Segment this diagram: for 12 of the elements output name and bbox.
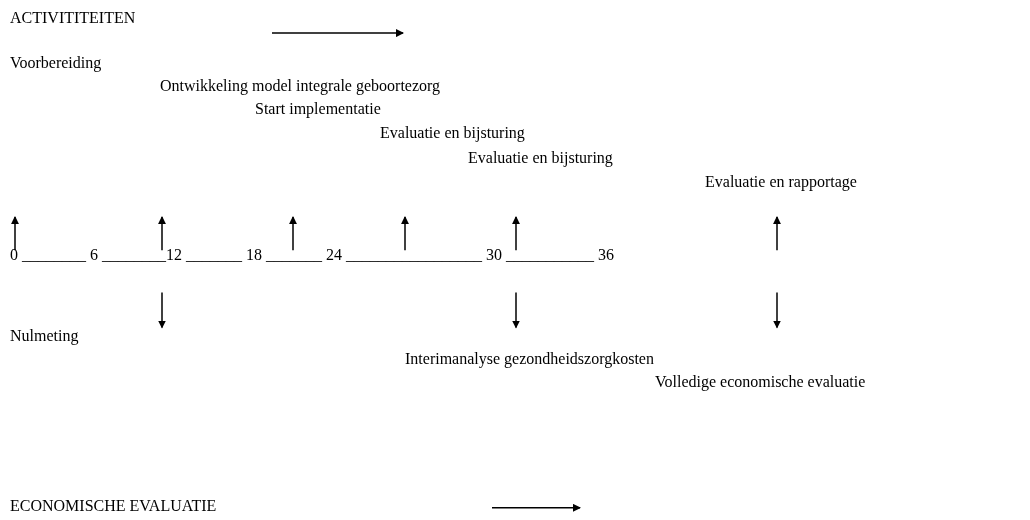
activity-label: Start implementatie: [255, 100, 381, 119]
timeline-scale: 0 ________ 6 ________12 _______ 18 _______ 24 _________________ 30 ___________ 36: [10, 245, 614, 264]
activity-label: Evaluatie en bijsturing: [380, 124, 525, 143]
activity-label: Evaluatie en bijsturing: [468, 149, 613, 168]
activity-label: Ontwikkeling model integrale geboortezorg: [160, 76, 441, 95]
section-heading: ECONOMISCHE EVALUATIE: [10, 497, 217, 515]
activity-label: Nulmeting: [10, 326, 79, 345]
activity-label: Evaluatie en rapportage: [705, 173, 857, 192]
activity-label: Interimanalyse gezondheidszorgkosten: [405, 349, 654, 368]
activity-label: Voorbereiding: [10, 53, 102, 72]
section-heading: ACTIVITITEITEN: [10, 9, 136, 28]
activity-label: Volledige economische evaluatie: [655, 372, 866, 391]
